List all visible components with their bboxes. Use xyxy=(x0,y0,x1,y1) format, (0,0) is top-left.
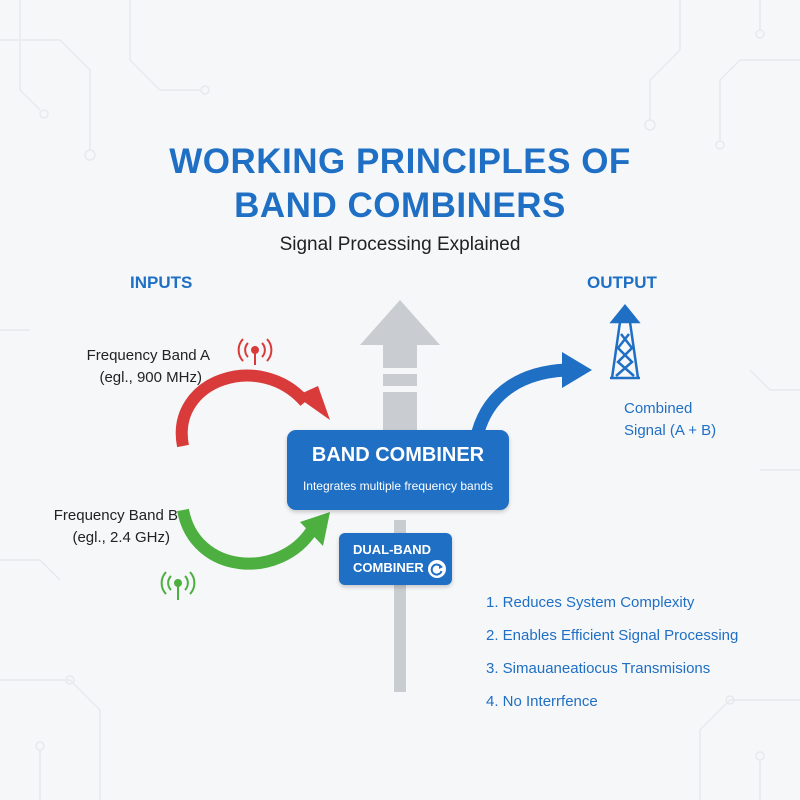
combined-signal-label: Combined Signal (A + B) xyxy=(624,398,716,442)
dual-band-combiner-box: DUAL-BAND COMBINER xyxy=(339,533,452,585)
combined-signal-line-2: Signal (A + B) xyxy=(624,422,717,439)
dual-band-line-1: DUAL-BAND xyxy=(353,542,431,557)
band-b-example: (egl., 2.4 GHz) xyxy=(72,529,170,546)
subtitle: Signal Processing Explained xyxy=(279,234,521,255)
band-b-label: Frequency Band B (egl., 2.4 GHz) xyxy=(20,505,178,549)
transmission-tower-icon xyxy=(609,304,641,380)
band-a-arrow xyxy=(175,369,330,448)
benefits-list: 1. Reduces System Complexity 2. Enables … xyxy=(486,594,738,726)
output-label: OUTPUT xyxy=(587,273,657,292)
antenna-green-icon xyxy=(160,571,196,600)
combined-signal-line-1: Combined xyxy=(624,400,693,417)
band-b-arrow xyxy=(177,508,330,570)
list-item: 3. Simauaneatiocus Transmisions xyxy=(486,660,711,677)
band-a-label: Frequency Band A (egl., 900 MHz) xyxy=(40,345,210,389)
band-combiner-box: BAND COMBINER Integrates multiple freque… xyxy=(287,430,509,510)
list-item: 2. Enables Efficient Signal Processing xyxy=(486,627,739,644)
list-item: 1. Reduces System Complexity xyxy=(486,594,695,611)
list-item: 4. No Interrfence xyxy=(486,693,598,710)
band-combiner-title: BAND COMBINER xyxy=(311,444,485,466)
band-b-name: Frequency Band B xyxy=(53,507,178,524)
band-combiner-description: Integrates multiple frequency bands xyxy=(302,479,494,493)
inputs-label: INPUTS xyxy=(130,273,193,292)
band-a-name: Frequency Band A xyxy=(86,347,210,364)
output-arrow xyxy=(471,352,592,435)
antenna-red-icon xyxy=(237,338,273,365)
title-line-1: WORKING PRINCIPLES OF xyxy=(169,142,631,181)
dual-band-line-2: COMBINER xyxy=(353,560,424,575)
title-line-2: BAND COMBINERS xyxy=(234,186,566,225)
refresh-icon xyxy=(428,560,446,578)
band-a-example: (egl., 900 MHz) xyxy=(99,369,202,386)
